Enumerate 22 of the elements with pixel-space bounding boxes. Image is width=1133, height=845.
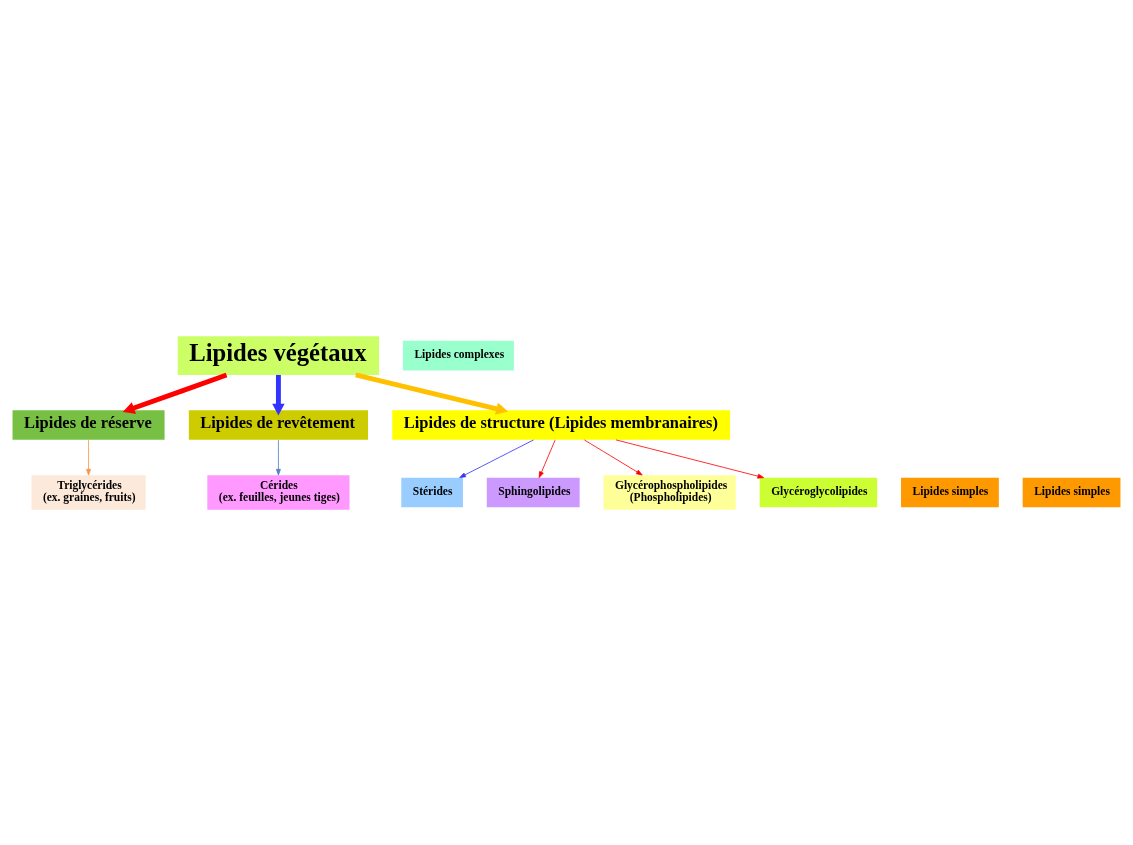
arrow bbox=[538, 439, 556, 478]
arrow bbox=[459, 439, 534, 478]
node-box: Lipides de revêtement bbox=[188, 409, 368, 440]
arrow bbox=[584, 439, 643, 475]
arrow bbox=[86, 439, 91, 475]
arrow bbox=[122, 372, 228, 414]
node-box: Lipides simples bbox=[1022, 477, 1121, 507]
node-box: Lipides de réserve bbox=[12, 409, 165, 440]
node-box: Stérides bbox=[401, 477, 463, 507]
node-box: Glycéroglycolipides bbox=[759, 477, 878, 507]
node-box: Glycérophospholipides (Phospholipides) bbox=[603, 474, 736, 510]
arrow bbox=[272, 374, 285, 416]
node-box: Lipides complexes bbox=[402, 340, 514, 370]
node-box: Lipides simples bbox=[901, 477, 999, 507]
node-box: Cérides (ex. feuilles, jeunes tiges) bbox=[207, 474, 350, 510]
arrow bbox=[615, 439, 765, 479]
arrow bbox=[355, 372, 508, 415]
node-box: Sphingolipides bbox=[486, 477, 580, 507]
node-box: Lipides de structure (Lipides membranaires) bbox=[392, 409, 731, 440]
node-box: Triglycérides (ex. graines, fruits) bbox=[31, 474, 146, 510]
arrow bbox=[276, 439, 281, 475]
node-box: Lipides végétaux bbox=[177, 335, 380, 375]
